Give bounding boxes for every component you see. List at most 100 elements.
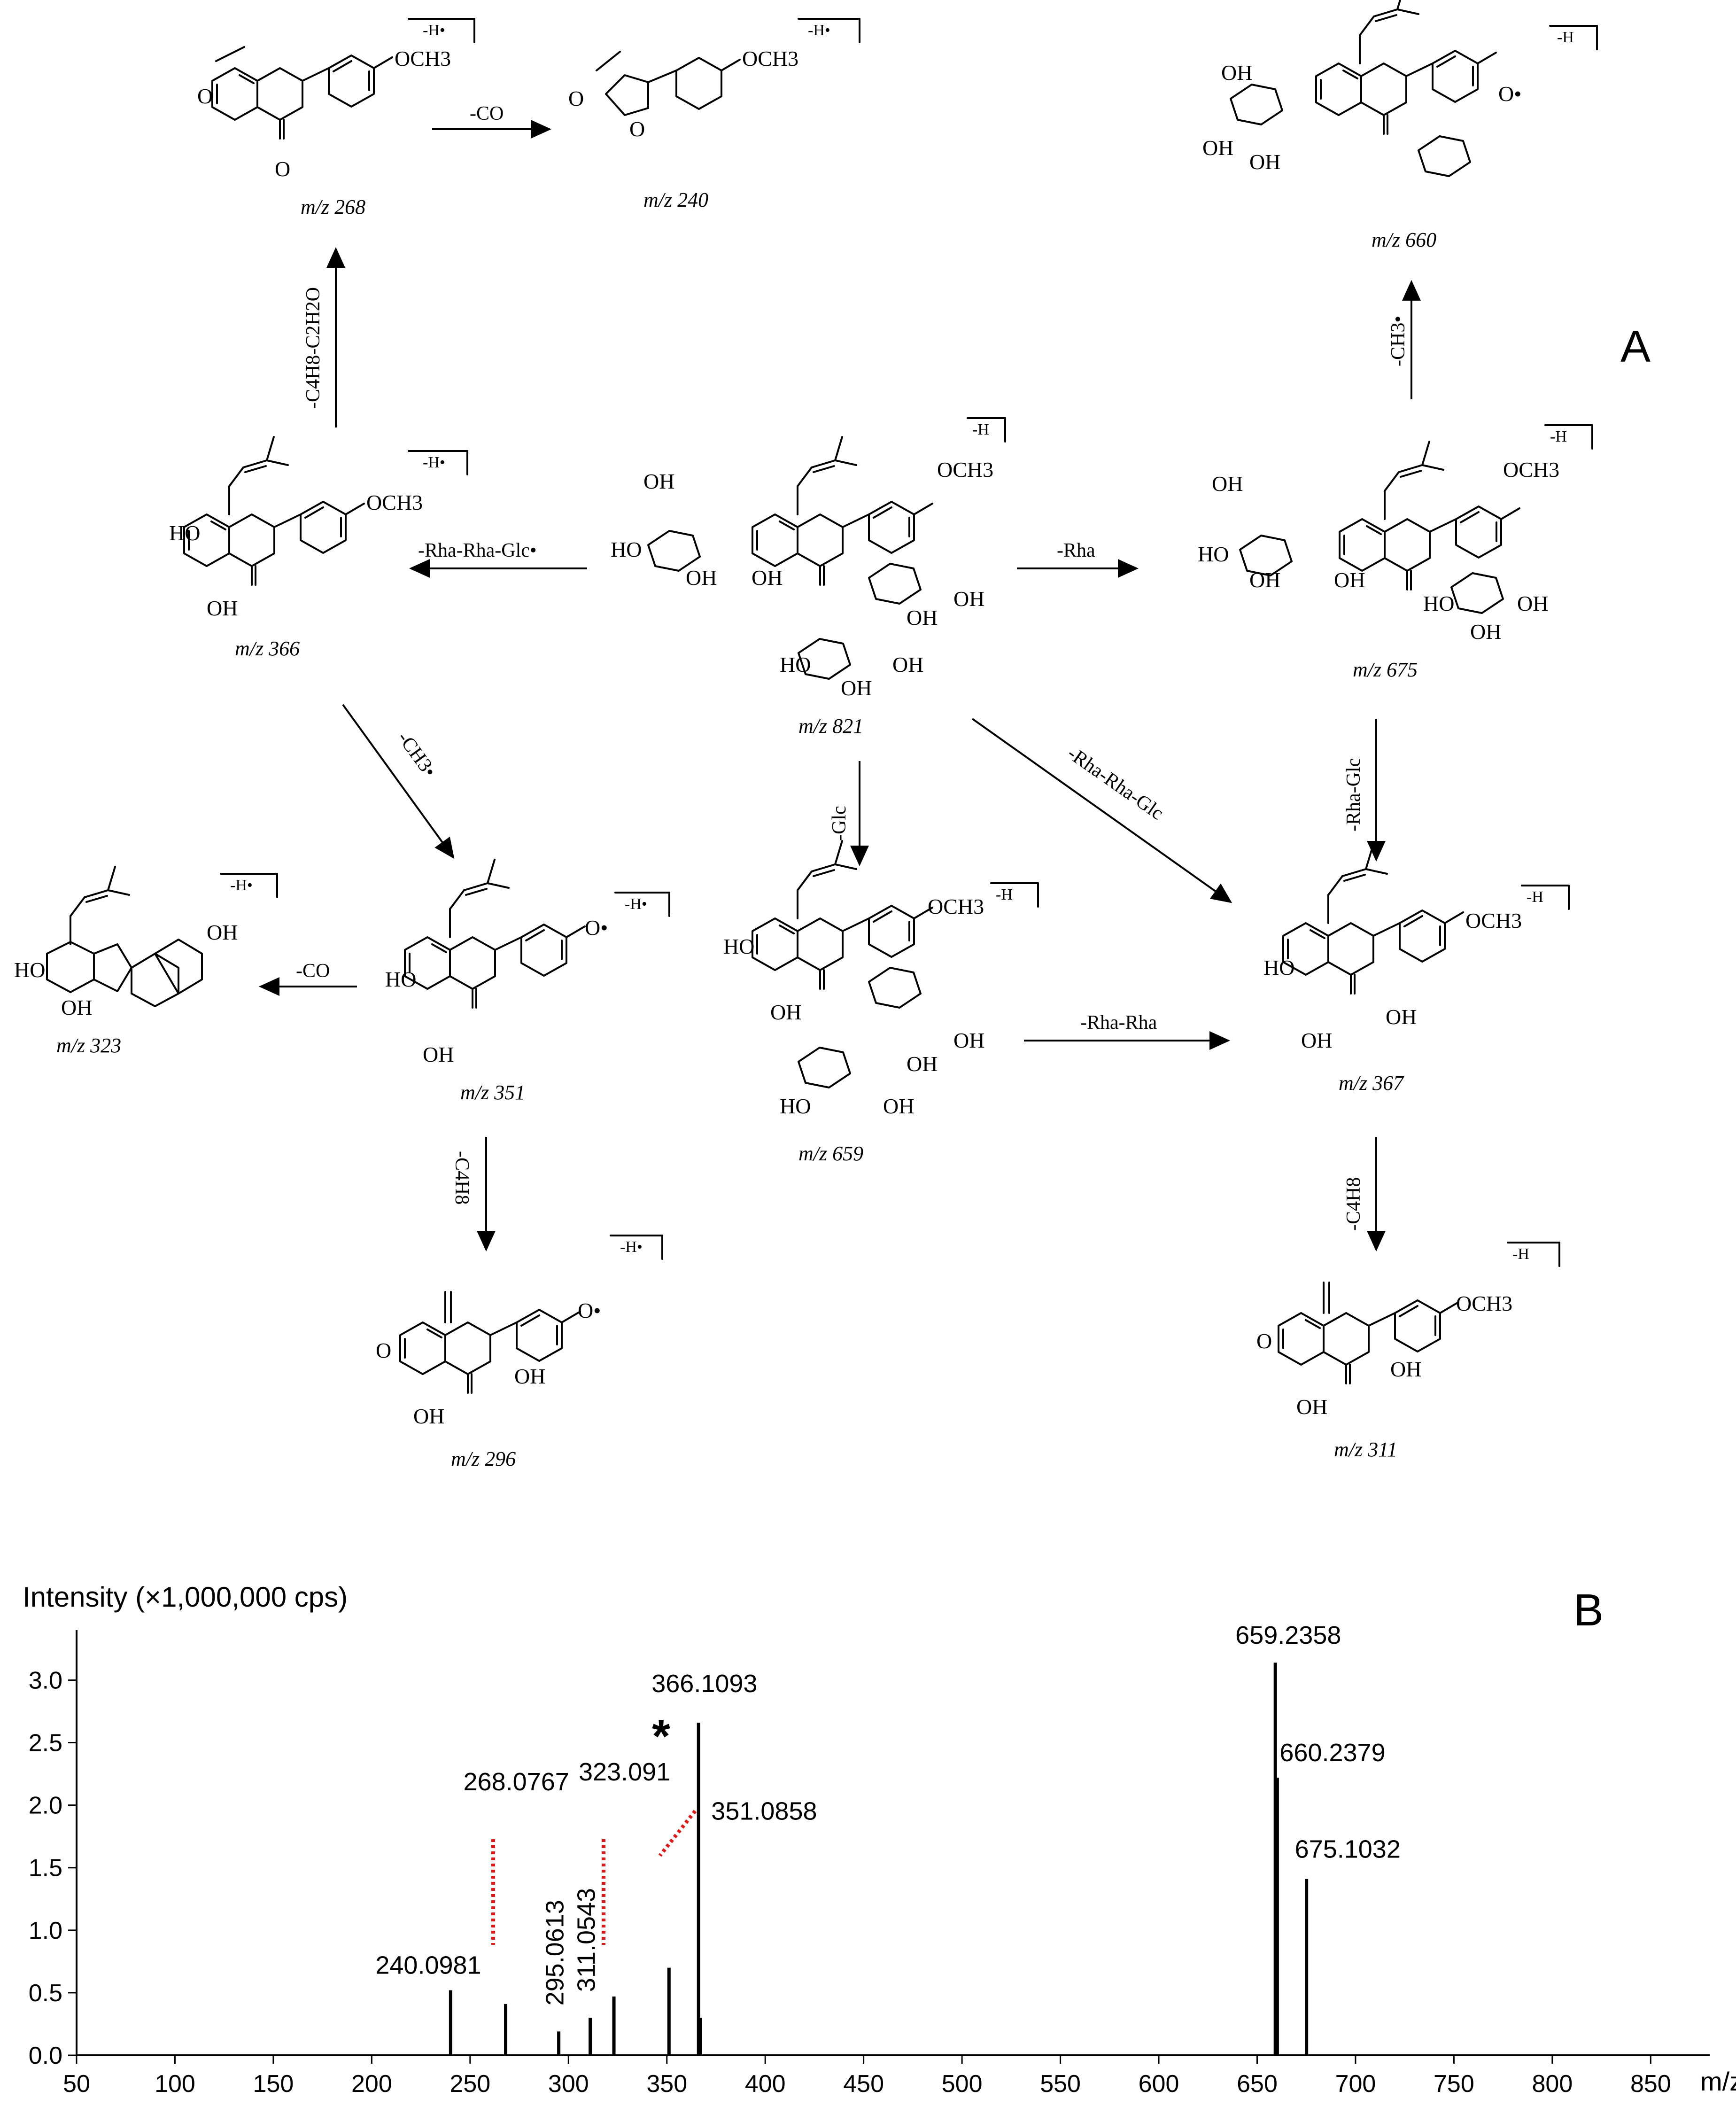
- loss-label: -Rha-Rha-Glc: [1063, 743, 1167, 824]
- charge-label: -H•: [808, 22, 830, 39]
- x-tick-label: 200: [351, 2070, 392, 2098]
- charge-bracket: [798, 18, 860, 43]
- loss-label: -CO: [296, 960, 330, 982]
- panel-a-label: A: [1620, 321, 1651, 372]
- hydroxyl-label: OH: [770, 1000, 801, 1024]
- peak-label: 323.091: [579, 1758, 670, 1786]
- species-m268: O O OCH3 -H• m/z 268: [197, 18, 475, 218]
- species-m660: OH OH OH O• -H m/z 660: [1202, 0, 1598, 251]
- x-tick-label: 500: [942, 2070, 983, 2098]
- charge-label: -H•: [625, 895, 647, 913]
- loss-label: -CH3•: [393, 728, 441, 781]
- peak-label: 268.0767: [464, 1768, 569, 1796]
- methoxy-label: OCH3: [1456, 1291, 1512, 1315]
- charge-label: -H•: [620, 1238, 643, 1256]
- peak-label: 675.1032: [1295, 1835, 1401, 1864]
- methoxy-label: OCH3: [1503, 458, 1559, 482]
- loss-label: -C4H8: [1343, 1177, 1364, 1231]
- species-m323: HO OH OH -H• m/z 323: [14, 866, 278, 1057]
- radical-oxygen-label: O•: [578, 1298, 601, 1322]
- hydroxyl-label: OH: [207, 596, 238, 620]
- y-ticks: 0.00.51.01.52.02.53.0: [29, 1667, 77, 2069]
- charge-bracket: [610, 1235, 663, 1260]
- hydroxyl-label: HO: [385, 967, 416, 991]
- mz-label: m/z 366: [235, 637, 300, 660]
- radical-oxygen-label: O•: [585, 916, 608, 940]
- hydroxyl-label: OH: [1517, 591, 1548, 615]
- x-tick-label: 350: [646, 2070, 687, 2098]
- peak-label: 659.2358: [1235, 1621, 1341, 1649]
- loss-label: -CO: [470, 103, 504, 124]
- ms-spectrum: B Intensity (×1,000,000 cps) m/z 0.00.51…: [23, 1581, 1736, 2098]
- mz-label: m/z 659: [798, 1142, 863, 1165]
- charge-label: -H•: [230, 877, 253, 894]
- hydroxyl-label: HO: [780, 653, 811, 676]
- charge-label: -H: [972, 421, 989, 438]
- loss-label: -CH3•: [1387, 316, 1409, 366]
- x-tick-label: 150: [253, 2070, 294, 2098]
- mz-label: m/z 351: [460, 1081, 525, 1104]
- hydroxyl-label: OH: [1296, 1395, 1327, 1419]
- oxo-label: O: [376, 1338, 391, 1362]
- panel-b-label: B: [1573, 1585, 1604, 1635]
- mz-label: m/z 323: [56, 1034, 121, 1057]
- hydroxyl-label: HO: [1263, 956, 1294, 979]
- charge-bracket: [220, 873, 278, 898]
- charge-bracket: [614, 892, 670, 917]
- x-tick-label: 300: [548, 2070, 589, 2098]
- mz-label: m/z 821: [798, 715, 863, 738]
- hydroxyl-label: OH: [1301, 1028, 1332, 1052]
- oxo-label: O: [629, 117, 645, 141]
- x-tick-label: 850: [1630, 2070, 1671, 2098]
- charge-label: -H: [1550, 428, 1567, 445]
- peak-label: 351.0858: [711, 1797, 817, 1826]
- charge-label: -H•: [423, 454, 445, 471]
- x-tick-label: 550: [1040, 2070, 1081, 2098]
- y-tick-label: 2.5: [29, 1730, 62, 1757]
- hydroxyl-label: OH: [423, 1042, 454, 1066]
- hydroxyl-label: OH: [1334, 568, 1365, 592]
- y-tick-label: 2.0: [29, 1792, 62, 1819]
- hydroxyl-label: OH: [1249, 150, 1280, 174]
- species-m240: O O OCH3 -H• m/z 240: [568, 18, 860, 211]
- y-axis-label: Intensity (×1,000,000 cps): [23, 1581, 348, 1613]
- radical-oxygen-label: O•: [1498, 82, 1521, 106]
- oxo-label: O: [1256, 1329, 1272, 1353]
- hydroxyl-label: OH: [1470, 620, 1501, 644]
- x-tick-label: 800: [1532, 2070, 1573, 2098]
- hydroxyl-label: OH: [1212, 472, 1243, 496]
- species-m821: OH HO OH OH OH OH HO OH OH OCH3 -H m/z 8…: [611, 417, 1006, 738]
- y-tick-label: 3.0: [29, 1667, 62, 1694]
- x-tick-label: 750: [1434, 2070, 1474, 2098]
- peaks: [449, 1663, 1309, 2055]
- hydroxyl-label: HO: [723, 934, 754, 958]
- hydroxyl-label: OH: [207, 920, 238, 944]
- methoxy-label: OCH3: [1465, 909, 1522, 933]
- mz-label: m/z 296: [451, 1447, 516, 1470]
- hydroxyl-label: OH: [643, 469, 674, 493]
- mz-label: m/z 268: [301, 195, 365, 218]
- hydroxyl-label: OH: [1221, 61, 1252, 85]
- charge-label: -H: [1512, 1245, 1529, 1263]
- arrow-m366-m351: [342, 704, 455, 859]
- y-tick-label: 0.0: [29, 2042, 62, 2069]
- x-tick-label: 600: [1139, 2070, 1179, 2098]
- charge-bracket: [1544, 424, 1593, 450]
- hydroxyl-label: OH: [61, 995, 92, 1019]
- peak-label: 660.2379: [1279, 1739, 1385, 1767]
- x-tick-label: 450: [843, 2070, 884, 2098]
- species-m311: O OH OH OCH3 -H m/z 311: [1256, 1242, 1560, 1461]
- charge-bracket: [408, 450, 468, 475]
- methoxy-label: OCH3: [937, 458, 993, 482]
- hydroxyl-label: OH: [907, 1052, 938, 1076]
- charge-bracket: [1521, 885, 1570, 910]
- oxo-label: O: [275, 157, 290, 181]
- y-tick-label: 1.0: [29, 1917, 62, 1944]
- hydroxyl-label: HO: [780, 1094, 811, 1118]
- peak-label: 366.1093: [651, 1670, 757, 1698]
- fragmentation-scheme: A O O OCH3 -H• m/z 268 O O OCH3 -H• m/z …: [14, 0, 1651, 1470]
- hydroxyl-label: HO: [611, 537, 642, 561]
- y-tick-label: 1.5: [29, 1855, 62, 1882]
